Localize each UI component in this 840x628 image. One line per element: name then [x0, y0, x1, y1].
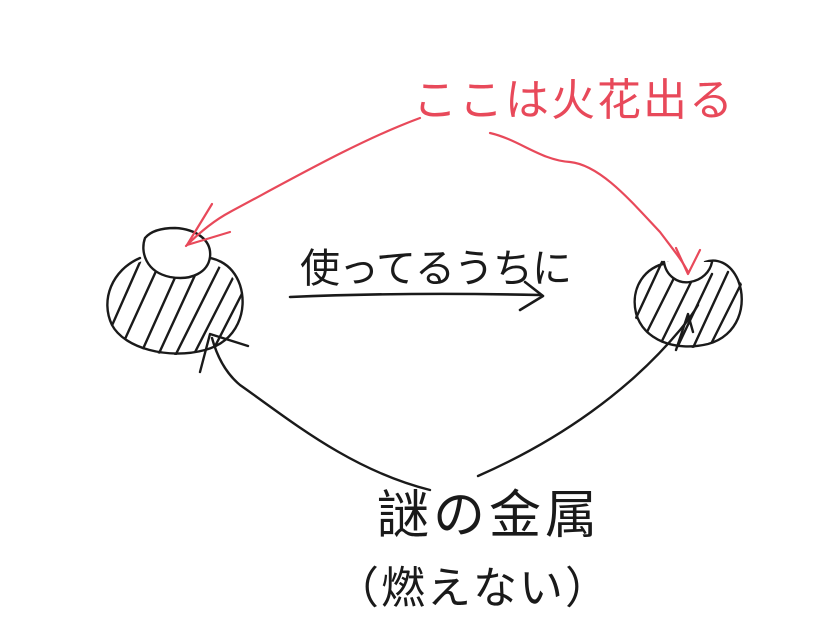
- right-electrode-outline: [633, 259, 743, 348]
- right-electrode: [633, 259, 744, 348]
- metal-note: （燃えない）: [335, 563, 611, 614]
- arrow-caption: 使ってるうちに: [300, 246, 571, 292]
- left-electrode-outline: [106, 256, 244, 355]
- annotation-top: ここは火花出る: [413, 75, 735, 126]
- spark-arrow-left: [184, 116, 422, 248]
- leader-right-arrowhead: [674, 312, 695, 352]
- spark-arrow-right-head: [674, 246, 702, 276]
- leader-to-right-electrode: [476, 303, 700, 478]
- left-electrode-tip: [142, 226, 212, 280]
- right-electrode-hatching: [634, 260, 744, 348]
- left-electrode: [106, 226, 244, 355]
- leader-to-left-electrode: [210, 336, 432, 492]
- metal-leader-lines: [198, 303, 700, 492]
- spark-arrow-right: [488, 131, 690, 274]
- leader-left-arrowhead: [198, 332, 250, 374]
- spark-arrows: [184, 116, 702, 276]
- spark-arrow-left-head: [185, 202, 232, 247]
- metal-label: 謎の金属: [377, 486, 601, 546]
- wear-arrow: [288, 280, 545, 312]
